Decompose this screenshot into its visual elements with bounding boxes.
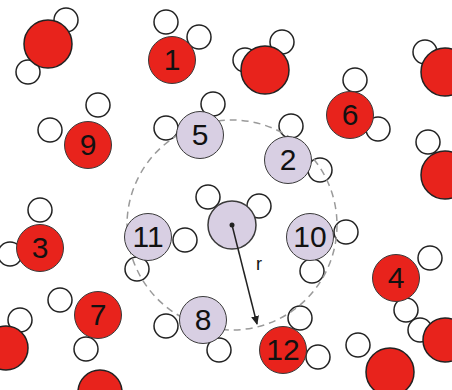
- molecule-number: 1: [164, 45, 181, 75]
- oxygen-atom: 8: [179, 296, 227, 344]
- molecule-number: 10: [293, 222, 326, 252]
- molecule-number: 11: [132, 222, 163, 252]
- molecule-number: 7: [90, 300, 107, 330]
- oxygen-atom: 11: [124, 213, 172, 261]
- oxygen-atom: 1: [148, 36, 196, 84]
- molecule-number: 6: [342, 100, 359, 130]
- molecule-number: 3: [32, 233, 49, 263]
- oxygen-atom: 3: [16, 224, 64, 272]
- oxygen-atom: 2: [264, 136, 312, 184]
- molecule-number: 9: [80, 130, 97, 160]
- oxygen-atom: 6: [326, 91, 374, 139]
- molecule-number: 5: [192, 120, 209, 150]
- oxygen-atom: 10: [286, 213, 334, 261]
- radius-label: r: [254, 254, 264, 274]
- molecule-number: 4: [388, 263, 405, 293]
- molecule-number: 12: [266, 335, 299, 365]
- oxygen-atom: 5: [176, 111, 224, 159]
- oxygen-atom: 12: [259, 326, 307, 374]
- molecule-number: 8: [195, 305, 212, 335]
- oxygen-atom: 7: [74, 291, 122, 339]
- molecule-number: 2: [280, 145, 297, 175]
- oxygen-atom: 9: [64, 121, 112, 169]
- oxygen-atom: 4: [372, 254, 420, 302]
